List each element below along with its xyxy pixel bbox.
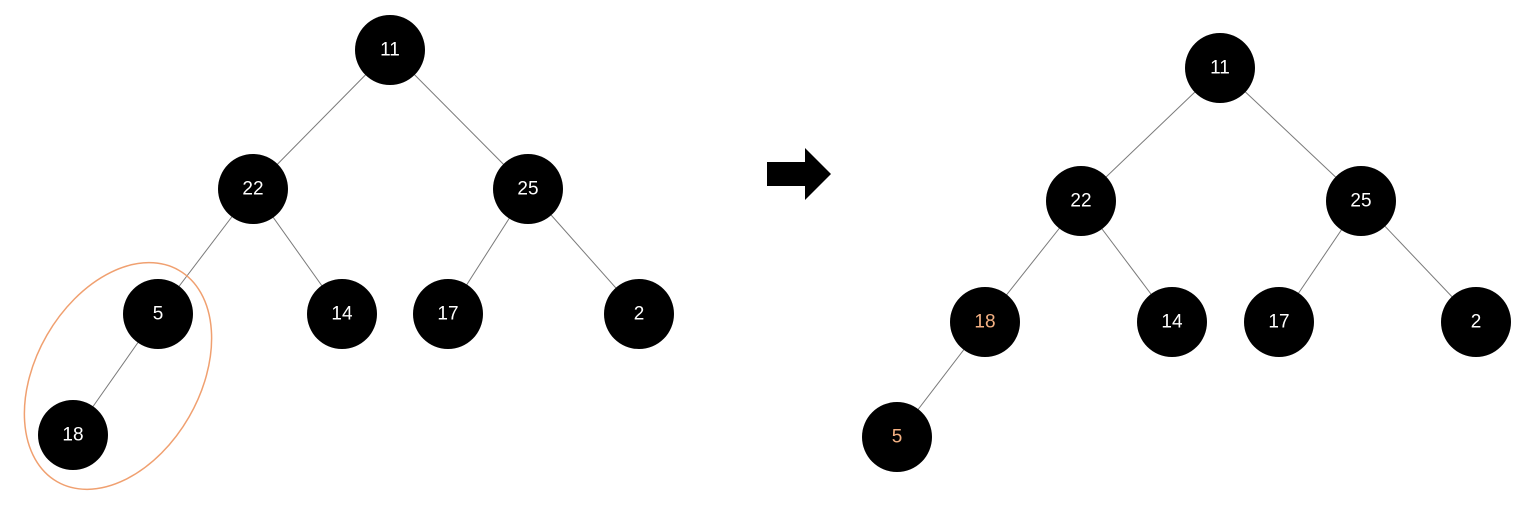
before-tree-node-label: 22 [242,179,263,200]
before-tree-node: 2 [604,279,674,349]
after-tree-node-circle [862,402,932,472]
before-tree-nodes: 11 22 25 5 14 17 2 18 [38,15,674,470]
before-tree-node-label: 11 [380,40,400,61]
before-tree-node-circle [307,279,377,349]
before-tree-node: 5 [123,279,193,349]
before-tree-node-circle [355,15,425,85]
after-tree-node-circle [1326,166,1396,236]
before-tree-node-circle [123,279,193,349]
right-arrow-icon [767,148,831,200]
after-tree-node: 22 [1046,166,1116,236]
after-tree-node: 5 [862,402,932,472]
before-tree-node-label: 5 [153,304,164,325]
before-tree-node: 22 [218,154,288,224]
after-tree-node: 18 [950,287,1020,357]
before-tree-edges [72,49,640,436]
after-tree-node-label: 11 [1210,58,1230,79]
swap-highlight-ellipse [23,261,213,491]
after-tree-node-label: 22 [1070,191,1091,212]
after-tree-node-circle [1185,33,1255,103]
after-tree-node-circle [1137,287,1207,357]
after-tree-node-circle [1046,166,1116,236]
before-tree-node-label: 25 [517,179,538,200]
before-tree-node: 25 [493,154,563,224]
after-tree-node-circle [1244,287,1314,357]
before-tree-node-circle [493,154,563,224]
after-tree-node-label: 18 [974,312,995,333]
after-tree-node-label: 17 [1268,312,1289,333]
after-tree-edges [896,67,1477,438]
before-tree-node: 11 [355,15,425,85]
after-tree-node-label: 25 [1350,191,1371,212]
before-tree-node-circle [604,279,674,349]
before-tree-node-circle [218,154,288,224]
before-tree-node-label: 14 [331,304,353,325]
before-tree-node-label: 2 [634,304,645,325]
before-tree-node: 18 [38,400,108,470]
before-tree-node-circle [38,400,108,470]
before-tree-node-label: 18 [62,425,83,446]
after-tree-node: 11 [1185,33,1255,103]
after-tree-node: 17 [1244,287,1314,357]
after-tree-node-label: 14 [1161,312,1183,333]
before-tree-node-circle [413,279,483,349]
after-tree-node: 2 [1441,287,1511,357]
before-tree-node: 14 [307,279,377,349]
after-tree-node-circle [950,287,1020,357]
after-tree-node: 25 [1326,166,1396,236]
after-tree-node-label: 5 [892,427,903,448]
before-tree-node-label: 17 [437,304,458,325]
before-tree-node: 17 [413,279,483,349]
after-tree-node-label: 2 [1471,312,1482,333]
before-tree: 11 22 25 5 14 17 2 18 [23,15,674,491]
after-tree-node: 14 [1137,287,1207,357]
after-tree-node-circle [1441,287,1511,357]
